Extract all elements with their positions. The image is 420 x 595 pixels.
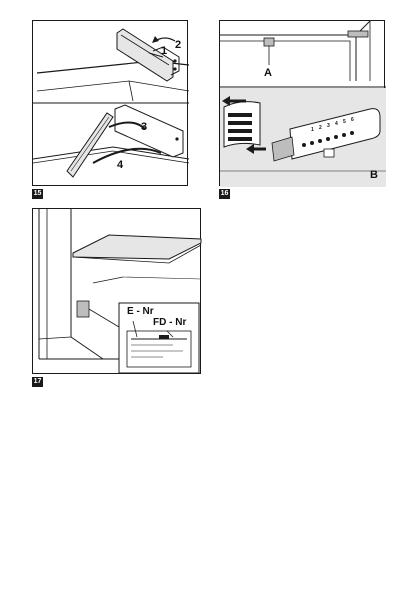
figure-17: E - Nr FD - Nr xyxy=(32,208,202,374)
e-nr-label: E - Nr xyxy=(127,306,154,317)
wall-bracket xyxy=(114,104,184,158)
hinge-bar xyxy=(66,112,114,178)
sensor-a xyxy=(263,37,275,47)
fridge-shelf-edge xyxy=(36,80,189,92)
filter-scale-1: 1 xyxy=(311,127,314,133)
figure-number-15: 15 xyxy=(32,189,43,199)
callout-1: 1 xyxy=(161,45,168,57)
figure-number-16: 16 xyxy=(219,189,230,199)
arrow-out xyxy=(222,96,230,106)
arrow-1 xyxy=(148,52,164,58)
callout-3: 3 xyxy=(141,121,148,133)
door-bracket-top xyxy=(116,28,174,82)
callout-2: 2 xyxy=(175,39,182,51)
figure-15-illustration xyxy=(33,28,189,178)
fd-nr-label: FD - Nr xyxy=(153,317,187,328)
callout-a: A xyxy=(264,67,272,79)
filter-scale-2: 2 xyxy=(319,125,322,131)
cable xyxy=(92,147,162,164)
figure-16: A B 1 2 3 4 5 6 xyxy=(219,20,386,187)
filter-scale-5: 5 xyxy=(343,119,346,125)
callout-4: 4 xyxy=(117,159,124,171)
figure-number-17: 17 xyxy=(32,377,43,387)
figure-17-illustration xyxy=(38,209,202,374)
callout-b: B xyxy=(370,169,378,181)
figure-16-illustration xyxy=(220,21,386,187)
filter-scale-3: 3 xyxy=(327,123,330,129)
filter-scale-4: 4 xyxy=(335,121,338,127)
figure-15: 1 2 3 4 xyxy=(32,20,189,186)
rating-label-location xyxy=(76,300,90,318)
filter-cartridge xyxy=(289,108,381,160)
filter-scale-6: 6 xyxy=(351,117,354,123)
arrow-in xyxy=(246,144,254,154)
